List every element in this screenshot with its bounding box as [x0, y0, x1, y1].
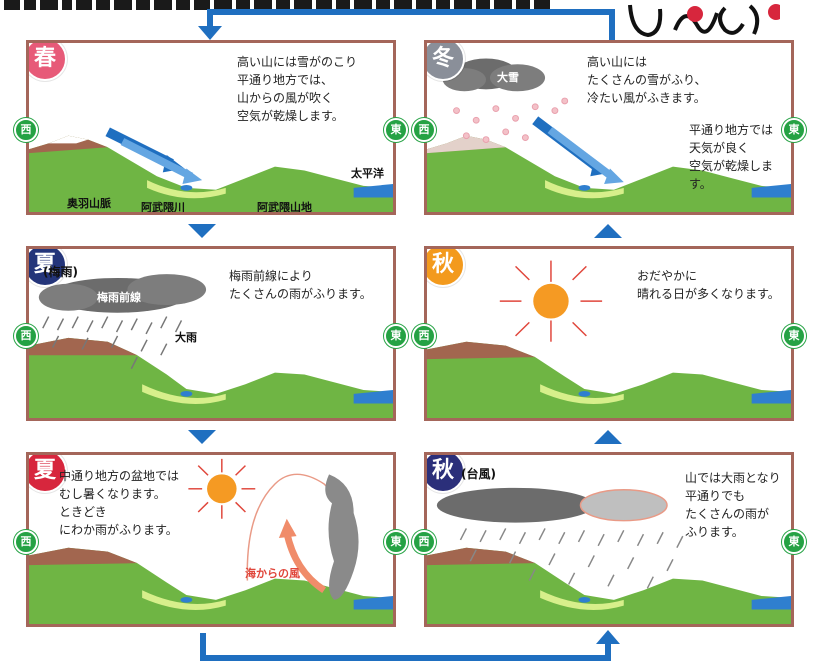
winter-description: 高い山には たくさんの雪がふり、 冷たい風がふきます。	[587, 55, 707, 105]
west-marker: 西	[412, 324, 436, 348]
summer-rainy-landscape	[29, 274, 393, 418]
mascot-logo-fragment	[628, 4, 780, 38]
autumn-clear-description: おだやかに 晴れる日が多くなります。	[637, 269, 780, 301]
east-marker: 東	[384, 324, 408, 348]
winter-description-2: 平通り地方では 天気が良く 空気が乾燥します。	[689, 123, 774, 191]
east-marker: 東	[782, 324, 806, 348]
autumn-typhoon-landscape	[427, 487, 791, 624]
west-marker: 西	[14, 324, 38, 348]
label-rainy-front: 梅雨前線	[97, 291, 141, 304]
label-heavy-rain: 大雨	[175, 331, 197, 344]
label-heavy-snow: 大雪	[497, 71, 519, 84]
east-marker: 東	[384, 118, 408, 142]
down-arrow-1	[188, 224, 216, 238]
season-badge-winter: 冬	[427, 43, 465, 81]
panel-spring: 春 高い山には雪がのこり 平通り地方では、 山からの風が吹く 空気が乾燥します。…	[26, 40, 396, 215]
typhoon-tag: (台風)	[461, 467, 496, 481]
panel-winter: 冬 大雪 高い山には たくさんの雪がふり、 冷たい風がふきます。 平通り地方では…	[424, 40, 794, 215]
label-abukuma-highlands: 阿武隈山地	[257, 201, 312, 214]
summer-hot-landscape	[29, 458, 393, 624]
label-sea-breeze: 海からの風	[245, 567, 300, 580]
autumn-clear-landscape	[427, 260, 791, 418]
spring-landscape	[29, 127, 393, 212]
label-pacific-ocean: 太平洋	[351, 167, 384, 180]
panel-summer-hot: 夏 中通り地方の盆地では むし暑くなります。 ときどき にわか雨がふります。 海…	[26, 452, 396, 627]
east-marker: 東	[782, 530, 806, 554]
east-marker: 東	[782, 118, 806, 142]
west-marker: 西	[14, 530, 38, 554]
summer-hot-description: 中通り地方の盆地では むし暑くなります。 ときどき にわか雨がふります。	[59, 469, 180, 537]
autumn-typhoon-description: 山では大雨となり 平通りでも たくさんの雨が ふります。	[685, 471, 781, 539]
label-abukuma-river: 阿武隈川	[141, 201, 185, 214]
west-marker: 西	[412, 530, 436, 554]
up-arrow-1	[594, 224, 622, 238]
rainy-season-tag: (梅雨)	[43, 265, 78, 279]
east-marker: 東	[384, 530, 408, 554]
panel-autumn-typhoon: 秋 (台風) 山では大雨となり 平通りでも たくさんの雨が ふります。	[424, 452, 794, 627]
spring-description: 高い山には雪がのこり 平通り地方では、 山からの風が吹く 空気が乾燥します。	[237, 55, 358, 123]
summer-rainy-description: 梅雨前線により たくさんの雨がふります。	[229, 269, 372, 301]
label-ou-mountains: 奥羽山脈	[67, 197, 111, 210]
up-arrow-2	[594, 430, 622, 444]
panel-autumn-clear: 秋 おだやかに 晴れる日が多くなります。	[424, 246, 794, 421]
winter-landscape	[427, 58, 791, 212]
west-marker: 西	[14, 118, 38, 142]
panel-summer-rainy: 夏 (梅雨) 梅雨前線 大雨 梅雨前線により たくさんの雨がふります。	[26, 246, 396, 421]
west-marker: 西	[412, 118, 436, 142]
down-arrow-2	[188, 430, 216, 444]
